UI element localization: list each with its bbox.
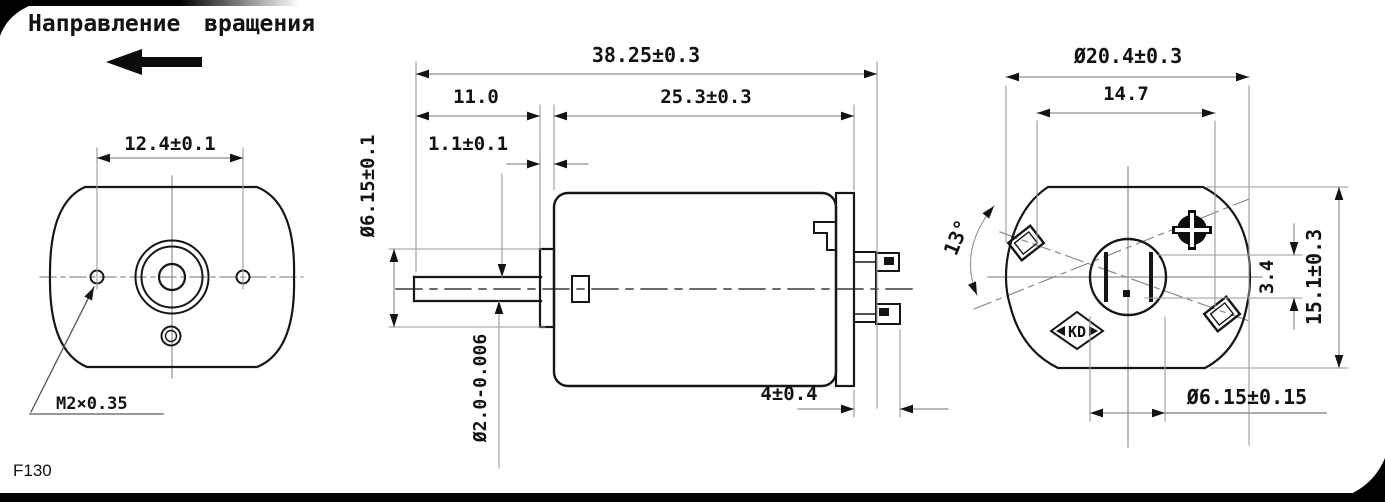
frame-top-bar: [0, 0, 300, 6]
rear-dim-boss-diameter-text: Ø6.15±0.15: [1186, 385, 1307, 409]
front-bottom-hole-inner: [164, 329, 178, 343]
front-bottom-hole: [160, 325, 182, 347]
rear-diagonal-axis-1: [999, 231, 1250, 322]
front-thread-spec-text: M2×0.35: [56, 394, 128, 414]
front-boss-inner-circle: [140, 245, 204, 309]
manufacturer-logo-text: KD: [1068, 323, 1086, 341]
rear-diagonal-axis-2: [973, 198, 1250, 310]
side-dim-shaft-diameter-text: Ø2.0-0.006: [470, 334, 491, 443]
front-boss-outer-circle: [134, 239, 210, 315]
rear-vent-hole-lower-right: [1202, 295, 1242, 333]
left-arrow-icon: [106, 49, 202, 75]
frame-bottom-bar: [0, 493, 1385, 502]
side-keyway: [571, 275, 590, 303]
side-dim-overall-length-text: 38.25±0.3: [592, 43, 700, 67]
rear-dim-body-diameter: Ø20.4±0.3: [1005, 44, 1250, 446]
rear-dim-body-height-text: 15.1±0.3: [1302, 229, 1326, 325]
side-shaft: [412, 275, 543, 303]
side-dim-shaft-diameter: Ø2.0-0.006: [470, 173, 507, 469]
rear-dim-angle: 13°: [939, 205, 995, 296]
side-dim-bushing-diameter: Ø6.15±0.1: [357, 135, 546, 328]
side-dim-body-length-text: 25.3±0.3: [660, 86, 752, 108]
rear-dim-hole-spacing-text: 14.7: [1103, 83, 1149, 105]
side-view: 38.25±0.3 11.0 25.3±0.3 1.1±0.1 Ø6.15±0.…: [357, 43, 949, 469]
rear-dim-commutator-offset: 3.4: [1144, 223, 1303, 330]
side-terminals: [853, 252, 901, 325]
side-bushing: [538, 247, 556, 329]
frame-bottom-right-corner: [1325, 458, 1385, 502]
model-label: F130: [13, 461, 52, 480]
rear-dim-commutator-offset-text: 3.4: [1256, 260, 1278, 294]
rear-dim-angle-text: 13°: [939, 216, 975, 258]
side-dim-bushing-protrusion: 1.1±0.1: [428, 133, 589, 246]
side-dim-shaft-length: 11.0: [415, 86, 541, 248]
side-dim-terminal-length-text: 4±0.4: [760, 383, 817, 405]
rear-center-mark: [1123, 290, 1130, 297]
frame-top-left-corner: [0, 0, 48, 36]
front-view: 12.4±0.1 M2×0.35: [29, 133, 304, 415]
side-dim-terminal-length: 4±0.4: [760, 329, 949, 418]
side-endcap-boss: [853, 251, 877, 323]
front-dim-hole-spacing: 12.4±0.1: [96, 133, 244, 290]
rear-view: KD 13° Ø20.4±0.3 14.7 3.4: [939, 44, 1349, 448]
rotation-direction-label: Направление вращения: [28, 11, 315, 37]
rear-dim-body-diameter-text: Ø20.4±0.3: [1073, 44, 1182, 68]
rear-body-outline: [1004, 185, 1252, 370]
side-dim-body-length: 25.3±0.3: [553, 86, 855, 191]
rear-center-hole: [1088, 237, 1168, 317]
side-dim-bushing-diameter-text: Ø6.15±0.1: [357, 135, 379, 239]
front-body-outline: [48, 185, 296, 369]
rear-dim-boss-diameter: Ø6.15±0.15: [1089, 316, 1327, 422]
rear-dim-hole-spacing: 14.7: [1036, 83, 1216, 308]
front-thread-callout: M2×0.35: [29, 286, 164, 415]
side-dim-bushing-protrusion-text: 1.1±0.1: [428, 133, 508, 155]
front-dim-hole-spacing-text: 12.4±0.1: [124, 133, 216, 155]
manufacturer-logo: KD: [1049, 310, 1105, 351]
rotation-direction-note: Направление вращения: [28, 11, 315, 75]
rear-cross-marker-icon: [1172, 210, 1212, 250]
side-dim-overall-length: 38.25±0.3: [415, 43, 878, 409]
front-shaft-circle: [157, 262, 187, 292]
side-endcap-tab: [813, 221, 837, 251]
side-dim-shaft-length-text: 11.0: [453, 86, 499, 108]
rear-dim-body-height: 15.1±0.3: [1206, 186, 1349, 369]
